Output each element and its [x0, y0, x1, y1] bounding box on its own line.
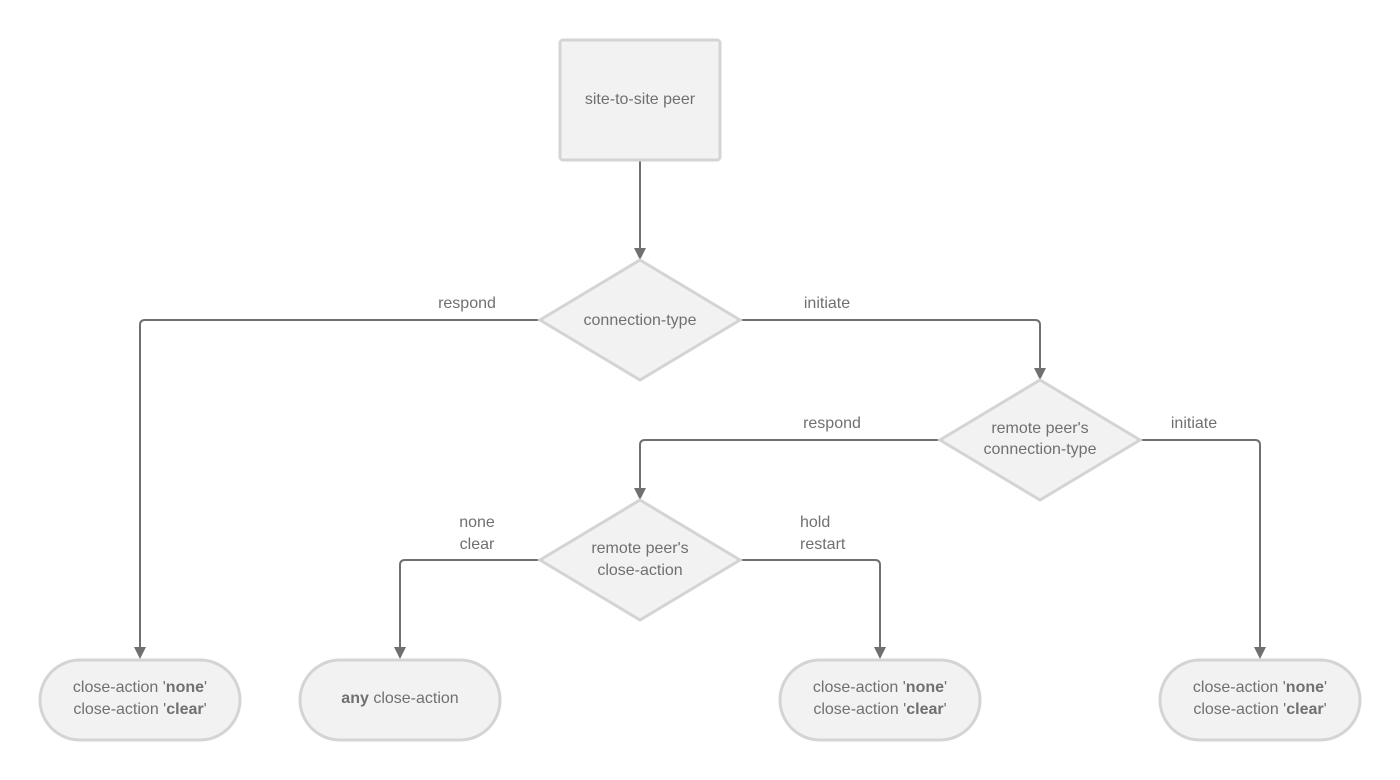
start-node-label: site-to-site peer	[585, 91, 696, 108]
edge-label-ct-respond: respond	[438, 295, 496, 312]
edge-remote-connection-type-initiate	[1140, 439, 1266, 659]
remote-connection-type-label-line2: connection-type	[984, 441, 1097, 458]
connection-type-decision: connection-type	[537, 258, 743, 382]
edge-label-rca-clear: clear	[460, 536, 495, 553]
result-left-line2: close-action 'clear'	[73, 701, 206, 718]
remote-close-action-label-line2: close-action	[597, 562, 682, 579]
result-left-line1: close-action 'none'	[73, 679, 207, 696]
result-right-line1: close-action 'none'	[1193, 679, 1327, 696]
result-right-terminal: close-action 'none' close-action 'clear'	[1158, 658, 1362, 742]
edge-connection-type-initiate	[740, 319, 1046, 380]
edge-remote-close-action-none-clear	[394, 559, 540, 659]
result-mid-line2: close-action 'clear'	[813, 701, 946, 718]
result-any-label: any close-action	[341, 690, 458, 707]
edge-connection-type-respond	[134, 319, 540, 659]
edge-label-ct-initiate: initiate	[804, 295, 850, 312]
edge-label-rca-hold: hold	[800, 514, 830, 531]
edge-remote-close-action-hold-restart	[740, 559, 886, 659]
result-left-terminal: close-action 'none' close-action 'clear'	[38, 658, 242, 742]
edge-label-rca-none: none	[459, 514, 495, 531]
remote-close-action-label-line1: remote peer's	[591, 540, 688, 557]
remote-connection-type-label-line1: remote peer's	[991, 420, 1088, 437]
result-mid-terminal: close-action 'none' close-action 'clear'	[778, 658, 982, 742]
start-node: site-to-site peer	[558, 38, 722, 162]
result-right-line2: close-action 'clear'	[1193, 701, 1326, 718]
edge-remote-connection-type-respond	[634, 439, 940, 500]
remote-close-action-decision: remote peer's close-action	[537, 498, 743, 622]
edge-label-rca-restart: restart	[800, 536, 846, 553]
edge-label-rct-initiate: initiate	[1171, 415, 1217, 432]
result-any-terminal: any close-action	[298, 658, 502, 742]
connection-type-label: connection-type	[584, 312, 697, 329]
edge-label-rct-respond: respond	[803, 415, 861, 432]
result-mid-line1: close-action 'none'	[813, 679, 947, 696]
remote-connection-type-decision: remote peer's connection-type	[937, 378, 1143, 502]
